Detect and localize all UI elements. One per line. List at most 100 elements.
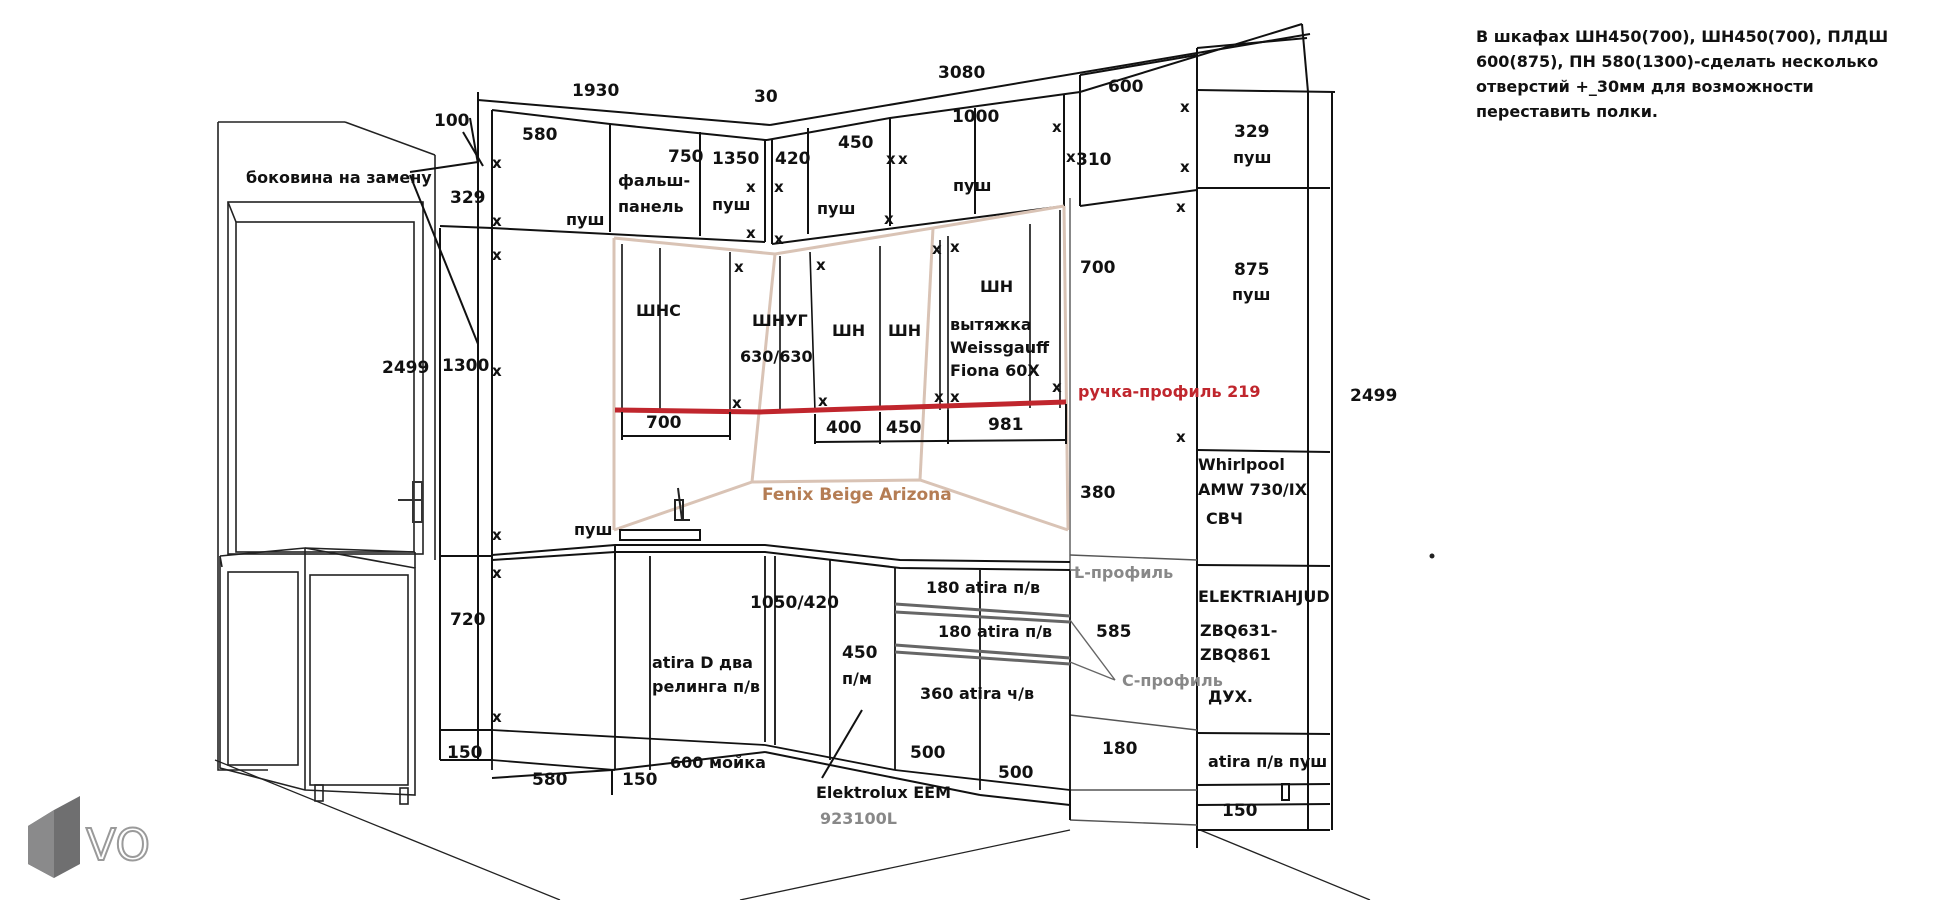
- dim-420: 420: [775, 149, 811, 169]
- drawer-rails: [894, 602, 1071, 666]
- right-side-panel: [1069, 198, 1198, 826]
- label-pm: п/м: [842, 669, 872, 688]
- electrolux-pointer: [821, 709, 863, 779]
- marker-x: x: [1176, 428, 1186, 446]
- label-oven-2: ZBQ631-: [1200, 621, 1277, 640]
- marker-x: x: [884, 210, 894, 228]
- dim-450-pm: 450: [842, 643, 878, 663]
- marker-x: x: [898, 150, 908, 168]
- dim-1300: 1300: [442, 356, 489, 376]
- top-dimension-lines: [477, 33, 1311, 126]
- dim-380: 380: [1080, 483, 1116, 503]
- dim-450-top: 450: [838, 133, 874, 153]
- dim-1000: 1000: [952, 107, 999, 127]
- dim-150-left: 150: [447, 743, 483, 763]
- marker-x: x: [1066, 148, 1076, 166]
- dim-1350: 1350: [712, 149, 759, 169]
- marker-x: x: [1180, 98, 1190, 116]
- label-shn-1: ШН: [832, 321, 865, 340]
- dim-875: 875: [1234, 260, 1270, 280]
- dim-329-right: 329: [1234, 122, 1270, 142]
- marker-x: x: [734, 258, 744, 276]
- label-push-1350: пуш: [712, 195, 750, 214]
- dimension-labels: 1930 30 3080 600 100 580 750 1350 420 45…: [382, 63, 1397, 821]
- label-630: 630/630: [740, 347, 813, 366]
- marker-x: x: [774, 178, 784, 196]
- dim-150-right: 150: [1222, 801, 1258, 821]
- label-microwave-2: AMW 730/IX: [1198, 480, 1308, 499]
- label-push-1000: пуш: [953, 176, 991, 195]
- label-atira-d-2: релинга п/в: [652, 677, 760, 696]
- marker-x: x: [732, 394, 742, 412]
- marker-x: x: [492, 526, 502, 544]
- handle-profile-line: [614, 399, 1067, 415]
- label-microwave-1: Whirlpool: [1198, 455, 1285, 474]
- label-false-panel-2: панель: [618, 197, 684, 216]
- dim-2499-right: 2499: [1350, 386, 1397, 406]
- marker-x: x: [1052, 378, 1062, 396]
- label-shn-2: ШН: [888, 321, 921, 340]
- hexagon-logo-icon: [28, 796, 80, 878]
- marker-x: x: [492, 564, 502, 582]
- label-push-450: пуш: [817, 199, 855, 218]
- dim-981: 981: [988, 415, 1024, 435]
- dim-30: 30: [754, 87, 778, 107]
- marker-x: x: [746, 224, 756, 242]
- label-side-panel: боковина на замену: [246, 168, 432, 187]
- marker-x: x: [492, 708, 502, 726]
- base-cabinets: [491, 556, 1071, 791]
- dim-1930: 1930: [572, 81, 619, 101]
- marker-x: x: [950, 388, 960, 406]
- dim-585: 585: [1096, 622, 1132, 642]
- stray-dot: [1429, 553, 1435, 559]
- dim-700-right: 700: [1080, 258, 1116, 278]
- label-l-profile: L-профиль: [1074, 563, 1173, 582]
- dim-329-left: 329: [450, 188, 486, 208]
- label-push-329: пуш: [1233, 148, 1271, 167]
- marker-x: x: [950, 238, 960, 256]
- label-drawer-180-b: 180 atira п/в: [938, 622, 1052, 641]
- label-sink: 600 мойка: [670, 753, 766, 772]
- dim-150-bottom: 150: [622, 770, 658, 790]
- marker-x: x: [932, 240, 942, 258]
- dim-1050-420: 1050/420: [750, 593, 839, 613]
- marker-x: x: [492, 212, 502, 230]
- marker-x: x: [492, 246, 502, 264]
- label-push-mid: пуш: [574, 520, 612, 539]
- label-oven-3: ZBQ861: [1200, 645, 1271, 664]
- right-column: [1196, 23, 1336, 848]
- dim-180: 180: [1102, 739, 1138, 759]
- countertop: [491, 529, 1071, 571]
- label-hood-2: Weissgauff: [950, 338, 1050, 357]
- label-drawer-360: 360 atira ч/в: [920, 684, 1034, 703]
- label-push-875: пуш: [1232, 285, 1270, 304]
- marker-x: x: [816, 256, 826, 274]
- dim-310: 310: [1076, 150, 1112, 170]
- faucet-icon: [674, 487, 690, 521]
- component-labels: боковина на замену пуш фальш- панель пуш…: [246, 148, 1330, 828]
- dim-400: 400: [826, 418, 862, 438]
- label-oven-1: ELEKTRIAHJUD: [1198, 587, 1330, 606]
- marker-x: x: [886, 150, 896, 168]
- label-push-top-left: пуш: [566, 210, 604, 229]
- marker-x: x: [1180, 158, 1190, 176]
- marker-x: x: [818, 392, 828, 410]
- label-panel-material: Fenix Beige Arizona: [762, 485, 952, 505]
- label-shns: ШНС: [636, 301, 681, 320]
- label-shnug: ШНУГ: [752, 311, 808, 330]
- marker-x: x: [492, 362, 502, 380]
- dim-500-a: 500: [910, 743, 946, 763]
- door-handle-icon: [398, 481, 423, 523]
- label-atira-d-1: atira D два: [652, 653, 753, 672]
- dim-700-mid: 700: [646, 413, 682, 433]
- instruction-note: В шкафах ШН450(700), ШН450(700), ПЛДШ 60…: [1476, 27, 1889, 121]
- dim-600: 600: [1108, 77, 1144, 97]
- dim-450-mid: 450: [886, 418, 922, 438]
- dim-100: 100: [434, 111, 470, 131]
- label-oven-4: ДУХ.: [1208, 687, 1253, 706]
- dim-500-b: 500: [998, 763, 1034, 783]
- mid-dimension-frame: [621, 404, 1067, 444]
- dim-2499-left: 2499: [382, 358, 429, 378]
- marker-x: x: [492, 154, 502, 172]
